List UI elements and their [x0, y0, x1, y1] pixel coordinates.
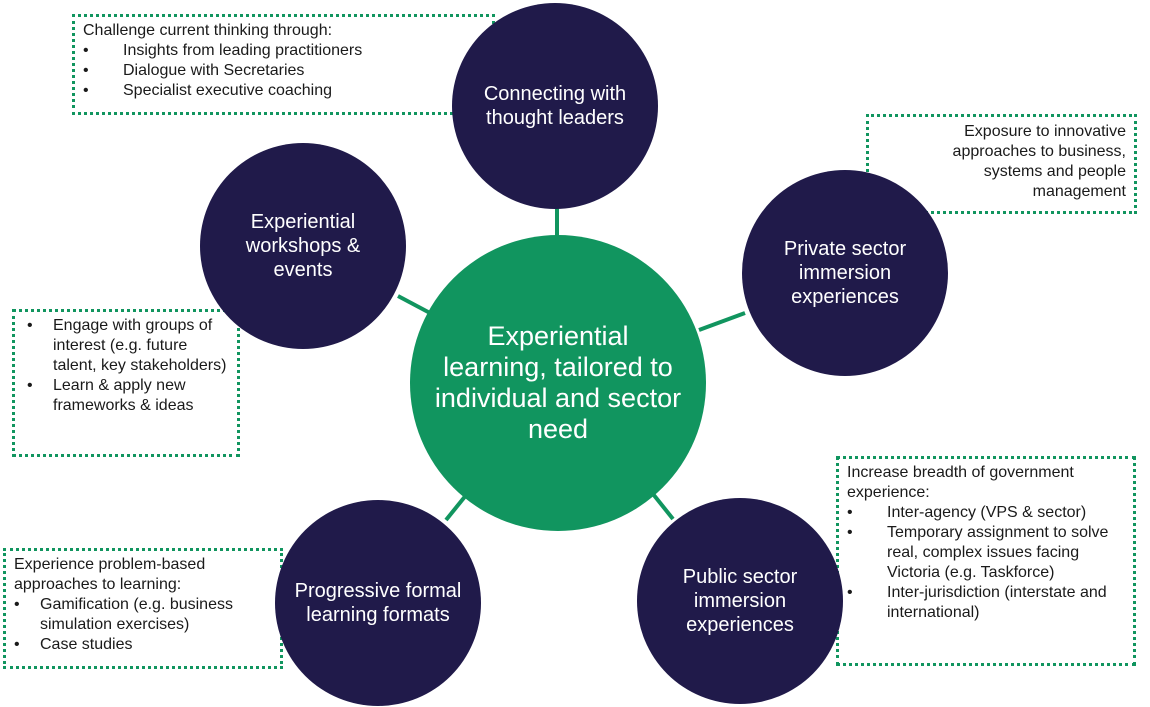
callout-list: Gamification (e.g. business simulation e… [14, 595, 272, 655]
workshops-callout: Engage with groups of interest (e.g. fut… [12, 309, 240, 457]
public-sector-callout: Increase breadth of government experienc… [836, 456, 1136, 666]
list-item: Engage with groups of interest (e.g. fut… [27, 316, 229, 376]
callout-heading: Challenge current thinking through: [83, 22, 333, 39]
callout-list: Inter-agency (VPS & sector) Temporary as… [847, 503, 1125, 623]
node-label: Public sector immersion experiences [682, 566, 798, 636]
public-sector-node: Public sector immersion experiences [637, 498, 843, 704]
formal-learning-callout: Experience problem-based approaches to l… [3, 548, 283, 669]
connector-bottom-left [444, 492, 469, 522]
central-node: Experiential learning, tailored to indiv… [410, 235, 706, 531]
list-item: Temporary assignment to solve real, comp… [847, 523, 1125, 583]
node-label: Progressive formal learning formats [294, 580, 462, 626]
list-item: Inter-agency (VPS & sector) [847, 503, 1125, 523]
thought-leaders-callout: Challenge current thinking through: Insi… [72, 14, 495, 115]
private-sector-callout: Exposure to innovative approaches to bus… [866, 114, 1137, 214]
callout-heading: Increase breadth of government experienc… [847, 464, 1074, 501]
list-item: Case studies [14, 635, 272, 655]
node-label: Connecting with thought leaders [483, 83, 627, 129]
list-item: Specialist executive coaching [83, 81, 484, 101]
list-item: Dialogue with Secretaries [83, 61, 484, 81]
node-label: Experiential workshops & events [245, 211, 361, 281]
list-item: Inter-jurisdiction (interstate and inter… [847, 583, 1125, 623]
connector-right [698, 311, 746, 332]
list-item: Learn & apply new frameworks & ideas [27, 376, 229, 416]
thought-leaders-node: Connecting with thought leaders [452, 3, 658, 209]
workshops-node: Experiential workshops & events [200, 143, 406, 349]
central-label: Experiential learning, tailored to indiv… [434, 321, 682, 444]
callout-text: Exposure to innovative approaches to bus… [952, 123, 1126, 200]
private-sector-node: Private sector immersion experiences [742, 170, 948, 376]
list-item: Insights from leading practitioners [83, 41, 484, 61]
connector-bottom-right [651, 492, 675, 521]
connector-left [397, 294, 431, 315]
callout-heading: Experience problem-based approaches to l… [14, 556, 206, 593]
formal-learning-node: Progressive formal learning formats [275, 500, 481, 706]
list-item: Gamification (e.g. business simulation e… [14, 595, 272, 635]
callout-list: Insights from leading practitioners Dial… [83, 41, 484, 101]
node-label: Private sector immersion experiences [783, 238, 907, 308]
callout-list: Engage with groups of interest (e.g. fut… [27, 316, 229, 416]
